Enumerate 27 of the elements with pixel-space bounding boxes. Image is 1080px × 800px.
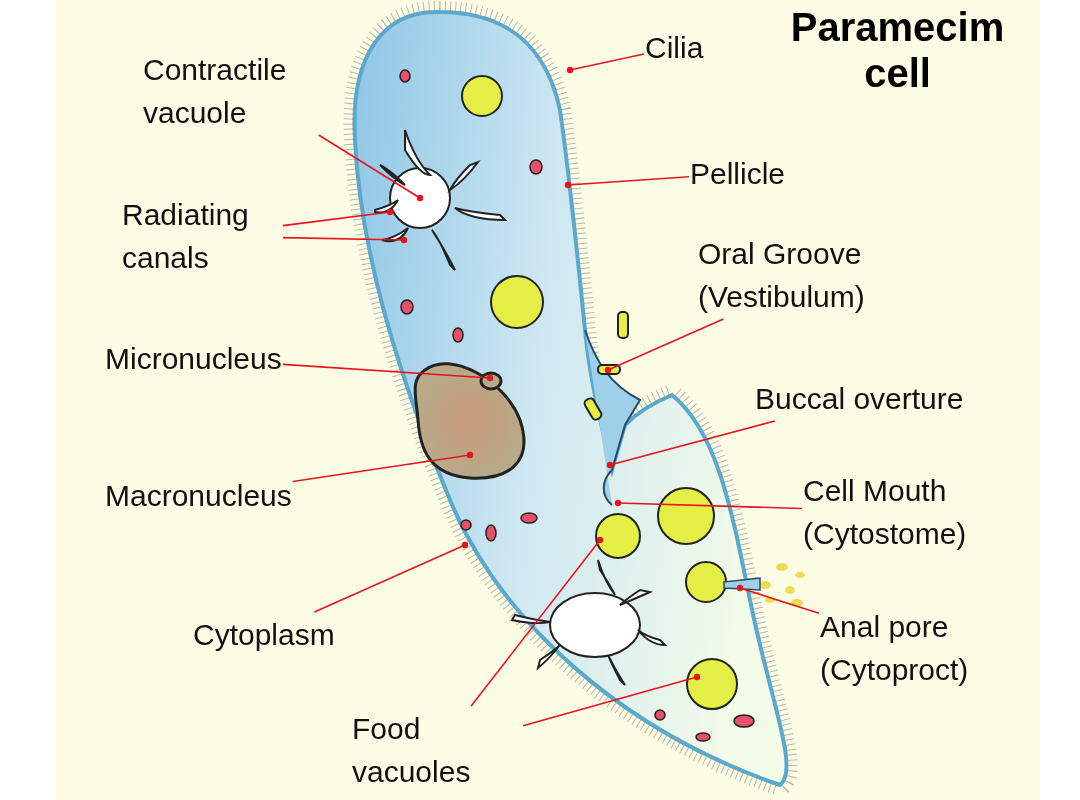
leader-line [282,236,408,244]
leader-line [614,499,803,510]
leader-line [317,134,424,202]
part-label: Radiating canals [122,197,250,276]
part-label: Cilia [645,30,704,66]
leader-line [470,536,604,707]
part-label: Oral Groove (Vestibulum) [698,236,866,315]
part-label: Food vacuoles [352,711,472,790]
leader-line [282,208,394,227]
part-label: Cytoplasm [193,617,335,653]
part-label: Pellicle [690,156,786,192]
leader-line [564,176,690,189]
leader-line [281,363,494,382]
part-label: Anal pore (Cytoproct) [820,609,970,688]
leader-line [736,584,820,615]
leader-line [604,318,725,374]
leader-line [291,451,474,483]
part-label: Micronucleus [105,341,282,377]
part-label: Contractile vacuole [143,52,288,131]
leader-line [606,420,776,469]
diagram-title: Paramecim cell [789,4,1006,96]
leader-line [313,541,469,613]
leader-line [522,673,701,727]
leader-line [566,53,645,74]
part-label: Cell Mouth (Cytostome) [803,473,968,552]
part-label: Buccal overture [755,381,964,417]
part-label: Macronucleus [105,478,292,514]
